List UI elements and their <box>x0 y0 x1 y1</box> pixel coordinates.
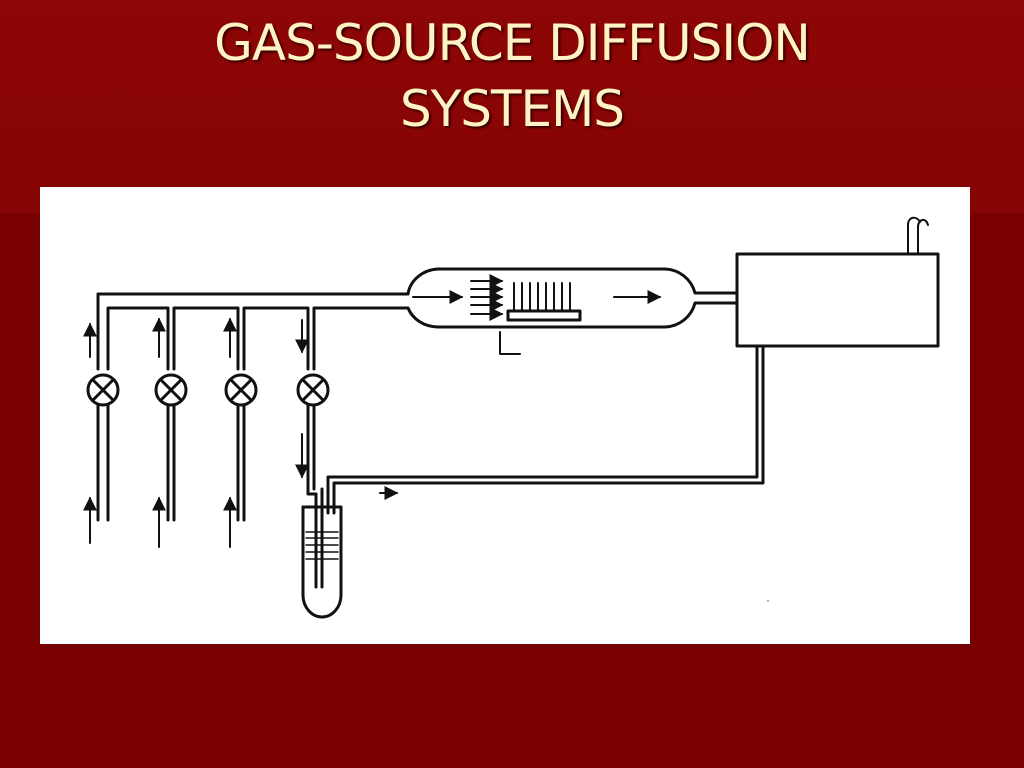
diagram-panel <box>40 187 970 644</box>
exhaust-box <box>735 216 940 348</box>
slide-title: GAS-SOURCE DIFFUSION SYSTEMS <box>0 10 1024 142</box>
flow-valve <box>86 373 120 407</box>
gas-manifold <box>96 292 410 522</box>
diffusion-furnace-tube <box>406 267 739 329</box>
gas-diffusion-diagram <box>83 216 940 619</box>
slide-title-line-1: GAS-SOURCE DIFFUSION <box>214 14 811 72</box>
slide-title-line-2: SYSTEMS <box>399 80 625 138</box>
bubbler-carrier-line <box>295 319 318 496</box>
flow-valve <box>224 373 258 407</box>
flow-valve <box>154 373 188 407</box>
flow-valve <box>296 373 330 407</box>
title-band <box>0 0 1024 213</box>
wafer-boat <box>499 282 582 355</box>
liquid-source-bubbler <box>301 345 765 619</box>
flow-arrows-up <box>83 317 237 548</box>
